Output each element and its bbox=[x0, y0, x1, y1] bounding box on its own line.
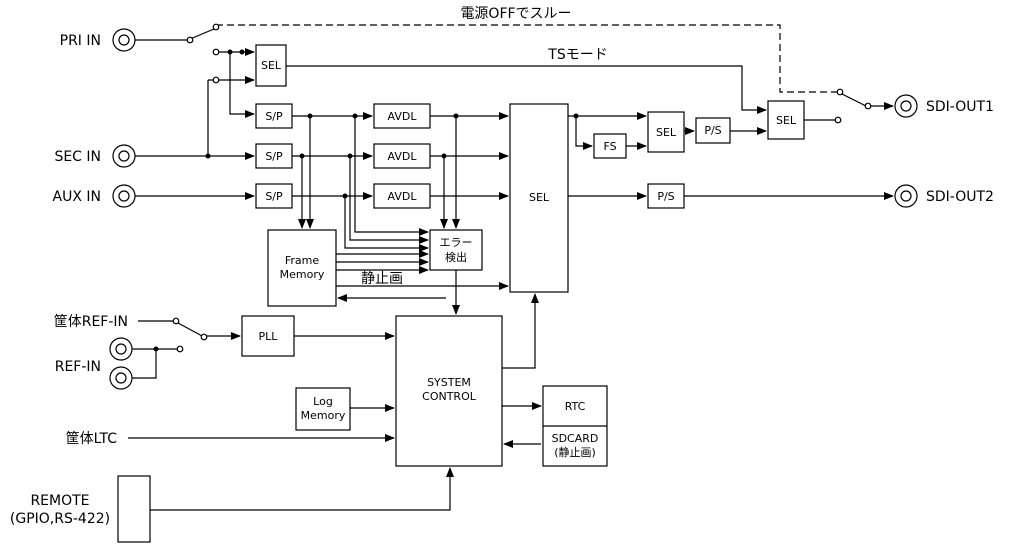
junction-dots bbox=[153, 49, 579, 352]
svg-text:Memory: Memory bbox=[301, 409, 346, 422]
sec-in-label: SEC IN bbox=[54, 149, 101, 165]
sp-block-sec: S/P bbox=[255, 143, 293, 169]
still-image-label: 静止画 bbox=[361, 271, 403, 287]
svg-text:S/P: S/P bbox=[265, 190, 283, 203]
remote-block bbox=[117, 475, 151, 543]
ref-in-loop-connector-icon bbox=[109, 366, 133, 390]
svg-text:FS: FS bbox=[603, 140, 616, 153]
svg-text:SEL: SEL bbox=[776, 114, 797, 127]
sec-in-connector-icon bbox=[112, 144, 136, 168]
aux-in-connector-icon bbox=[112, 184, 136, 208]
sdi-out1-connector-icon bbox=[894, 94, 918, 118]
rtc-sdcard-block: RTC SDCARD (静止画) bbox=[542, 385, 608, 467]
chassis-ref-in-label: 筐体REF-IN bbox=[54, 313, 128, 330]
svg-text:(静止画): (静止画) bbox=[554, 445, 596, 459]
error-detect-block: エラー 検出 bbox=[429, 229, 483, 271]
sel-block-out1: SEL bbox=[767, 100, 805, 140]
svg-text:PLL: PLL bbox=[259, 330, 279, 343]
sdi-out2-label: SDI-OUT2 bbox=[926, 189, 994, 205]
svg-text:RTC: RTC bbox=[565, 400, 586, 413]
pri-in-label: PRI IN bbox=[60, 33, 101, 49]
svg-text:検出: 検出 bbox=[445, 250, 467, 264]
svg-text:Memory: Memory bbox=[280, 268, 325, 281]
avdl-block-sec: AVDL bbox=[373, 143, 431, 169]
svg-text:AVDL: AVDL bbox=[388, 190, 418, 203]
aux-in-label: AUX IN bbox=[53, 189, 101, 205]
svg-text:SEL: SEL bbox=[656, 126, 677, 139]
svg-text:SEL: SEL bbox=[261, 59, 282, 72]
ts-mode-label: TSモード bbox=[547, 47, 607, 63]
remote-label: REMOTE bbox=[30, 493, 89, 509]
avdl-block-pri: AVDL bbox=[373, 103, 431, 129]
svg-text:S/P: S/P bbox=[265, 110, 283, 123]
svg-text:Frame: Frame bbox=[285, 254, 320, 267]
svg-text:AVDL: AVDL bbox=[388, 150, 418, 163]
avdl-block-aux: AVDL bbox=[373, 183, 431, 209]
log-memory-block: Log Memory bbox=[295, 387, 351, 431]
svg-text:SEL: SEL bbox=[529, 191, 550, 204]
svg-text:SYSTEM: SYSTEM bbox=[427, 376, 471, 389]
chassis-ltc-label: 筐体LTC bbox=[66, 430, 118, 447]
svg-text:P/S: P/S bbox=[657, 190, 674, 203]
svg-text:P/S: P/S bbox=[704, 124, 721, 137]
sdi-out1-label: SDI-OUT1 bbox=[926, 99, 994, 115]
sp-block-aux: S/P bbox=[255, 183, 293, 209]
sel-block-fs: SEL bbox=[647, 111, 685, 153]
svg-text:S/P: S/P bbox=[265, 150, 283, 163]
ps-block-out2: P/S bbox=[647, 183, 685, 209]
remote-interface-label: (GPIO,RS-422) bbox=[10, 511, 110, 527]
sel-block-ts: SEL bbox=[255, 44, 287, 87]
svg-text:AVDL: AVDL bbox=[388, 110, 418, 123]
ref-in-connector-icon bbox=[109, 337, 133, 361]
pri-in-connector-icon bbox=[112, 28, 136, 52]
fs-block: FS bbox=[593, 133, 627, 159]
system-control-block: SYSTEM CONTROL bbox=[395, 315, 503, 467]
switch-contacts bbox=[172, 23, 872, 353]
svg-text:エラー: エラー bbox=[440, 236, 473, 249]
power-off-through-label: 電源OFFでスルー bbox=[460, 6, 571, 22]
svg-text:SDCARD: SDCARD bbox=[552, 432, 599, 445]
sp-block-pri: S/P bbox=[255, 103, 293, 129]
svg-text:CONTROL: CONTROL bbox=[422, 390, 477, 403]
ref-in-label: REF-IN bbox=[55, 359, 101, 375]
wires bbox=[128, 24, 894, 514]
sdi-out2-connector-icon bbox=[894, 184, 918, 208]
sel-block-main: SEL bbox=[509, 103, 569, 293]
pll-block: PLL bbox=[241, 315, 295, 357]
frame-memory-block: Frame Memory bbox=[267, 229, 337, 307]
svg-text:Log: Log bbox=[313, 395, 333, 408]
ps-block-out1: P/S bbox=[695, 117, 731, 144]
